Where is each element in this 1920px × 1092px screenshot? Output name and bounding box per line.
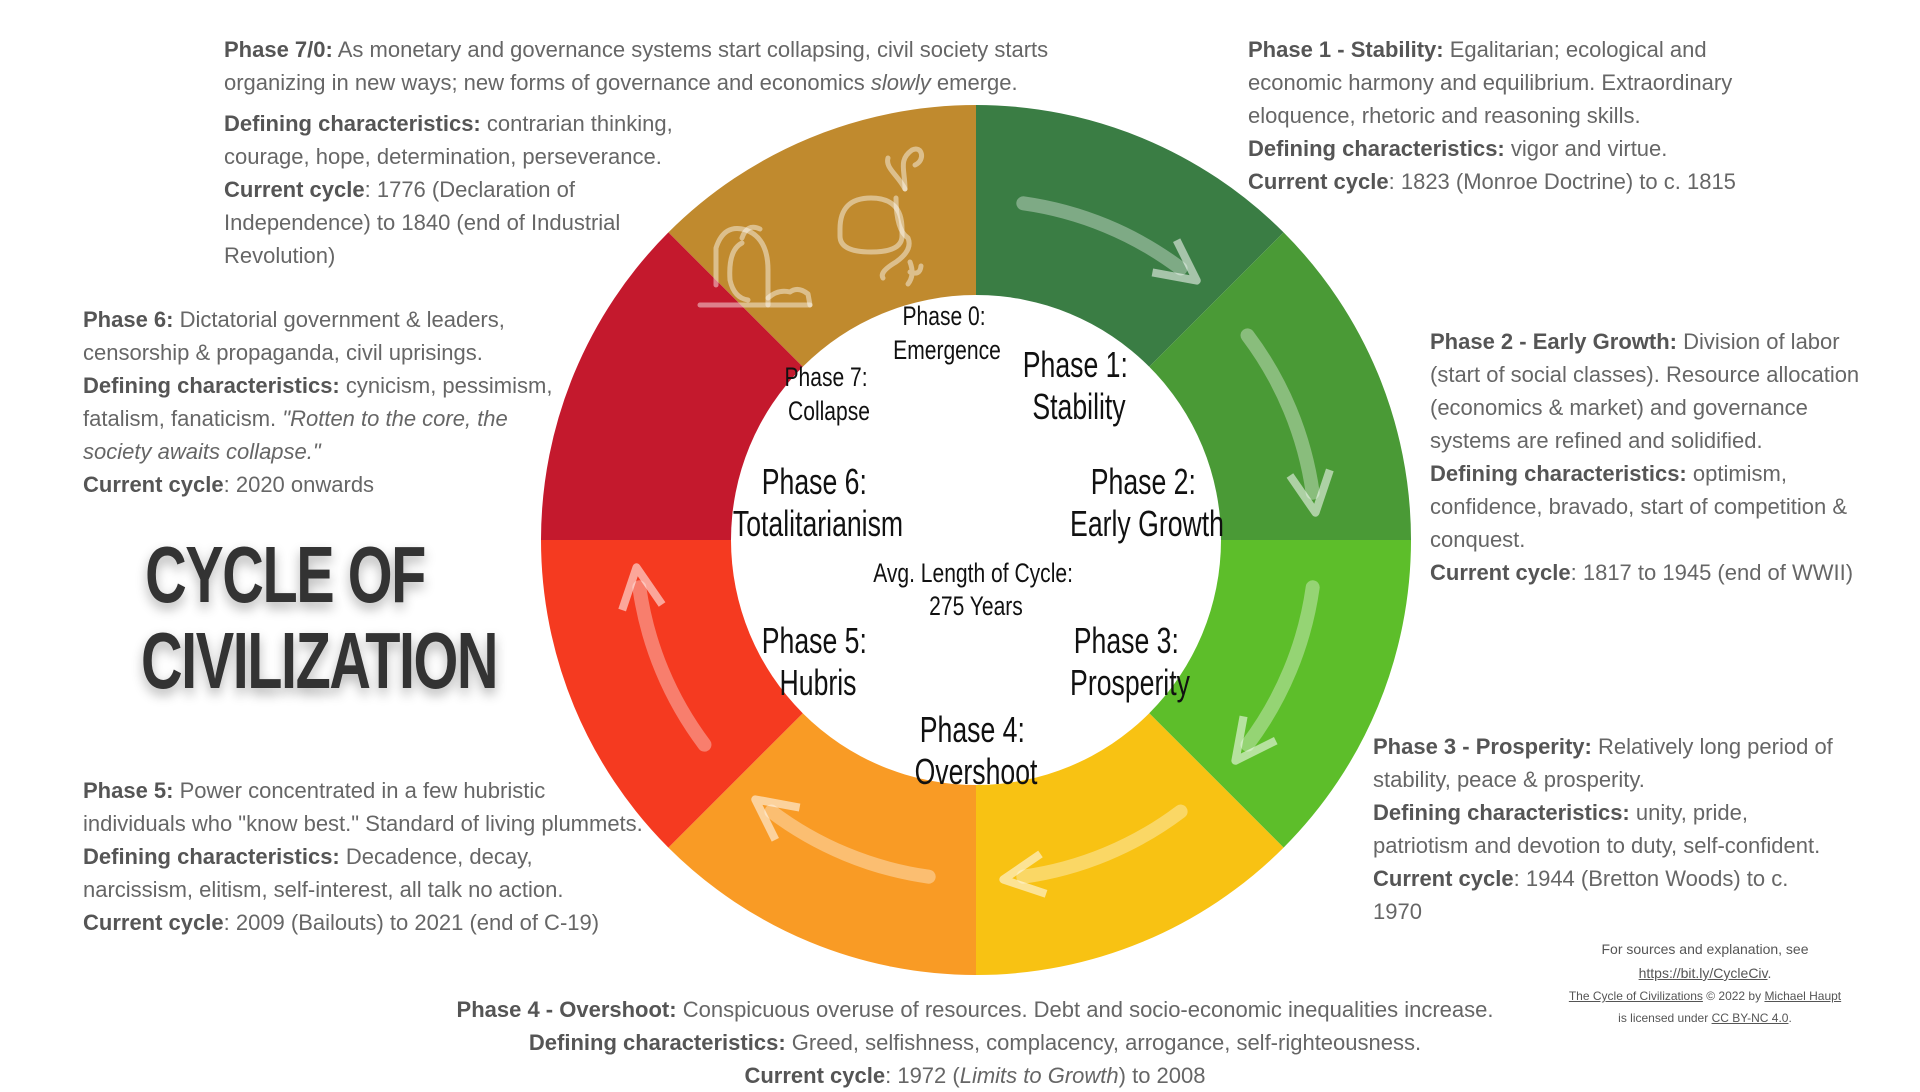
phase-label-3: Phase 3: Prosperity xyxy=(1070,620,1190,703)
phase-label-1: Phase 1: Stability xyxy=(1023,344,1136,427)
ring-segment-phase-4 xyxy=(976,709,1284,975)
credits: For sources and explanation, see https:/… xyxy=(1535,937,1875,1029)
work-title-link[interactable]: The Cycle of Civilizations xyxy=(1568,989,1703,1003)
arrow-phase-5 xyxy=(751,795,936,884)
phase-3-characteristics: Defining characteristics: unity, pride, … xyxy=(1373,800,1821,858)
arrow-phase-1 xyxy=(1016,196,1201,285)
phase-7-0-characteristics: Defining characteristics: contrarian thi… xyxy=(224,111,673,169)
collapse-icon xyxy=(697,224,813,308)
phase-7-0-current-cycle: Current cycle: 1776 (Declaration of Inde… xyxy=(224,177,621,268)
phase-2-description: Phase 2 - Early Growth: Division of labo… xyxy=(1430,325,1870,589)
phase-7-0-summary: Phase 7/0: As monetary and governance sy… xyxy=(224,37,1049,95)
phase-label-6: Phase 6: Totalitarianism xyxy=(733,461,903,544)
arrow-phase-4 xyxy=(999,804,1188,898)
license-link[interactable]: CC BY-NC 4.0 xyxy=(1711,1011,1789,1025)
arrow-phase-3 xyxy=(1231,580,1320,765)
arrow-phase-2 xyxy=(1240,328,1334,517)
phase-5-characteristics: Defining characteristics: Decadence, dec… xyxy=(83,844,564,902)
ring-segment-phase-1 xyxy=(976,105,1284,371)
phase-4-description: Phase 4 - Overshoot: Conspicuous overuse… xyxy=(420,993,1530,1092)
phase-3-summary: Phase 3 - Prosperity: Relatively long pe… xyxy=(1373,734,1833,792)
ring-segment-phase-2 xyxy=(1145,232,1411,540)
author-link[interactable]: Michael Haupt xyxy=(1764,989,1842,1003)
phase-2-current-cycle: Current cycle: 1817 to 1945 (end of WWII… xyxy=(1430,560,1854,585)
phase-label-2: Phase 2: Early Growth xyxy=(1070,461,1224,544)
phase-labels: Phase 0: Emergence Phase 1: Stability Ph… xyxy=(733,302,1224,792)
arrow-phase-6 xyxy=(618,563,712,752)
credits-sources-line: For sources and explanation, see xyxy=(1601,941,1809,957)
phase-6-summary: Phase 6: Dictatorial government & leader… xyxy=(83,307,505,365)
sources-link[interactable]: https://bit.ly/CycleCiv xyxy=(1638,965,1768,981)
phase-4-current-cycle: Current cycle: 1972 (Limits to Growth) t… xyxy=(744,1063,1206,1088)
title-line-1: CYCLE OF xyxy=(145,530,426,619)
phase-2-summary: Phase 2 - Early Growth: Division of labo… xyxy=(1430,329,1860,453)
phase-4-characteristics: Defining characteristics: Greed, selfish… xyxy=(528,1030,1422,1055)
ring-arrows xyxy=(618,196,1334,898)
phase-2-characteristics: Defining characteristics: optimism, conf… xyxy=(1430,461,1848,552)
ring-segment-phase-6 xyxy=(541,540,807,848)
page-title: CYCLE OF CIVILIZATION xyxy=(141,530,498,704)
phase-6-characteristics: Defining characteristics: cynicism, pess… xyxy=(83,373,553,464)
credits-work-line: The Cycle of Civilizations © 2022 by Mic… xyxy=(1568,989,1842,1003)
phase-4-summary: Phase 4 - Overshoot: Conspicuous overuse… xyxy=(456,997,1494,1022)
credits-link-line: https://bit.ly/CycleCiv. xyxy=(1638,965,1772,981)
phase-5-description: Phase 5: Power concentrated in a few hub… xyxy=(83,774,643,939)
phase-7-0-description: Phase 7/0: As monetary and governance sy… xyxy=(224,33,1084,272)
ring-segment-phase-3 xyxy=(1145,540,1411,848)
phase-label-0: Phase 0: Emergence xyxy=(893,302,1001,366)
phase-3-description: Phase 3 - Prosperity: Relatively long pe… xyxy=(1373,730,1843,928)
ring-segment-phase-0 xyxy=(668,105,976,371)
cycle-length-label: Avg. Length of Cycle: 275 Years xyxy=(873,559,1079,622)
phase-1-characteristics: Defining characteristics: vigor and virt… xyxy=(1248,136,1668,161)
title-line-2: CIVILIZATION xyxy=(141,616,498,705)
phase-6-current-cycle: Current cycle: 2020 onwards xyxy=(83,472,375,497)
phase-label-7: Phase 7: Collapse xyxy=(785,363,874,427)
phase-label-4: Phase 4: Overshoot xyxy=(915,709,1038,792)
ring-segment-phase-7 xyxy=(541,232,807,540)
ring-segments xyxy=(541,105,1411,975)
phase-5-current-cycle: Current cycle: 2009 (Bailouts) to 2021 (… xyxy=(83,910,600,935)
credits-license-line: is licensed under CC BY-NC 4.0. xyxy=(1618,1011,1792,1025)
phase-3-current-cycle: Current cycle: 1944 (Bretton Woods) to c… xyxy=(1373,866,1789,924)
phase-1-summary: Phase 1 - Stability: Egalitarian; ecolog… xyxy=(1248,37,1733,128)
inner-circle xyxy=(731,295,1221,785)
phase-5-summary: Phase 5: Power concentrated in a few hub… xyxy=(83,778,643,836)
phase-label-5: Phase 5: Hubris xyxy=(762,620,875,703)
phase-6-description: Phase 6: Dictatorial government & leader… xyxy=(83,303,553,501)
phase-1-current-cycle: Current cycle: 1823 (Monroe Doctrine) to… xyxy=(1248,169,1736,194)
ring-segment-phase-5 xyxy=(668,709,976,975)
sprout-icon xyxy=(837,146,925,287)
phase-1-description: Phase 1 - Stability: Egalitarian; ecolog… xyxy=(1248,33,1738,198)
